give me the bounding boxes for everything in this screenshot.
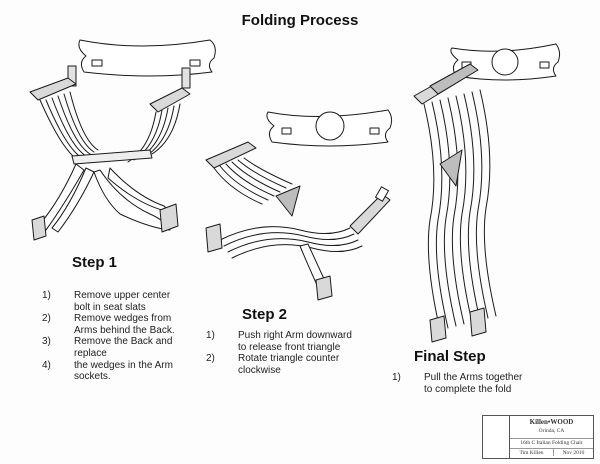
title-block: Killen•WOOD Orinda, CA 16th C Italian Fo… — [482, 415, 594, 459]
final-step-heading: Final Step — [414, 348, 486, 365]
step2-chair-illustration — [206, 110, 392, 300]
right-arm-pushed — [350, 194, 390, 234]
step2-item: 1)Push right Arm downward to release fro… — [206, 330, 356, 353]
step1-item: 1)Remove upper center bolt in seat slats — [42, 290, 182, 313]
page-title: Folding Process — [0, 12, 600, 29]
chair-back-panel — [79, 40, 215, 76]
step1-instructions: 1)Remove upper center bolt in seat slats… — [42, 290, 182, 383]
company-location: Orinda, CA — [510, 428, 593, 434]
step1-chair-illustration — [30, 40, 215, 240]
final-chair-illustration — [414, 44, 560, 342]
step1-item: 4)the wedges in the Arm sockets. — [42, 360, 182, 383]
front-triangle — [276, 186, 300, 216]
drawing-name: 16th C Italian Folding Chair — [510, 438, 593, 446]
author-name: Tim Killen — [510, 448, 553, 456]
step1-item: 2)Remove wedges from Arms behind the Bac… — [42, 313, 182, 336]
final-step-instructions: 1)Pull the Arms together to complete the… — [392, 372, 532, 395]
drawing-date: Nov 2010 — [553, 448, 593, 456]
title-block-logo — [483, 416, 510, 458]
step2-item: 2)Rotate triangle counter clockwise — [206, 353, 356, 376]
final-step-item: 1)Pull the Arms together to complete the… — [392, 372, 532, 395]
step1-heading: Step 1 — [72, 254, 117, 271]
right-arm — [150, 88, 190, 112]
step1-item: 3)Remove the Back and replace — [42, 336, 182, 359]
step2-heading: Step 2 — [242, 306, 287, 323]
step2-instructions: 1)Push right Arm downward to release fro… — [206, 330, 356, 376]
company-name: Killen•WOOD — [510, 418, 593, 426]
left-arm — [30, 78, 76, 100]
